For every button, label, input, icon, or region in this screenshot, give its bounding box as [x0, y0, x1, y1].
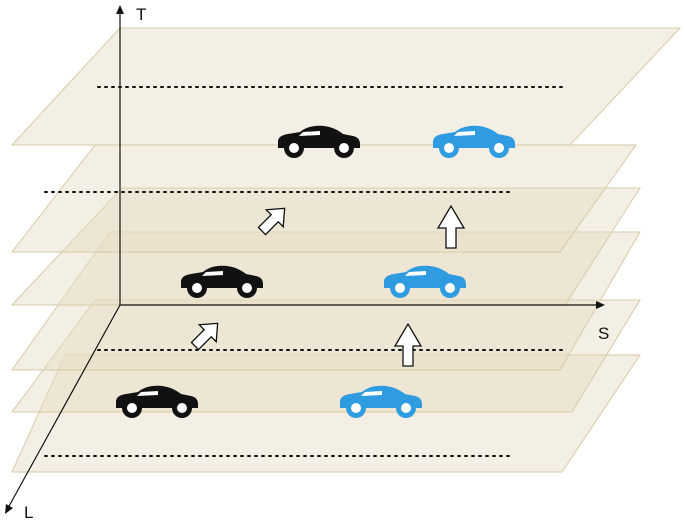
space-axis-label: S — [598, 324, 609, 343]
lateral-axis — [5, 304, 121, 514]
plane-layer-4 — [11, 354, 641, 473]
black-car-layer-bottom — [116, 385, 198, 418]
plane-layer-middle — [10, 144, 637, 253]
diagonal-arrow-upper — [257, 207, 286, 236]
up-arrow-upper — [436, 204, 466, 249]
blue-car-layer-bottom — [340, 385, 422, 418]
black-car-layer-top — [278, 125, 360, 158]
lateral-axis-label: L — [24, 503, 33, 522]
time-axis-label: T — [136, 5, 146, 24]
blue-car-layer-middle — [384, 265, 466, 298]
plane-layer-2 — [11, 231, 641, 371]
plane-layer-3 — [11, 299, 641, 413]
diagonal-arrow-lower — [190, 322, 219, 351]
blue-car-layer-top — [433, 125, 515, 158]
black-car-layer-middle — [181, 265, 263, 298]
time-axis — [116, 5, 124, 305]
up-arrow-lower — [393, 322, 423, 367]
plane-layer-top — [10, 27, 682, 146]
space-axis — [120, 301, 605, 309]
